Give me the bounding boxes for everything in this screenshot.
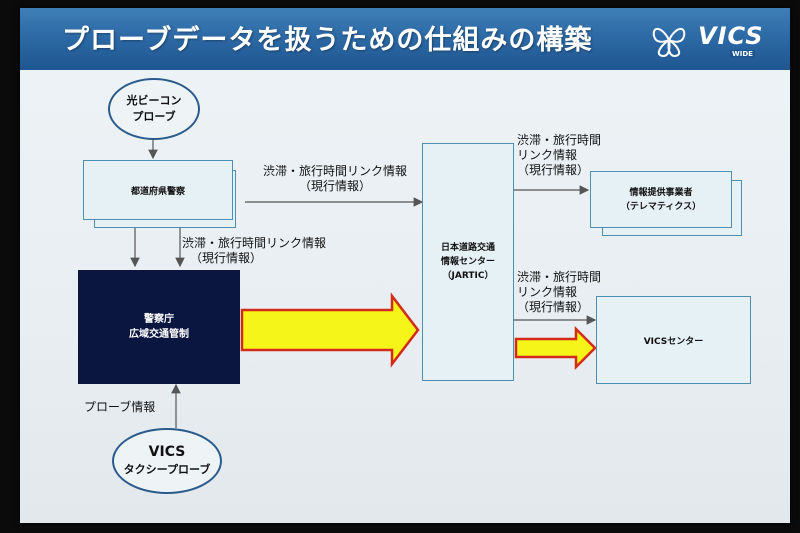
jartic-line2: 情報センター [440,257,495,267]
telematics-line1: 情報提供事業者 [629,187,693,198]
logo-subtext: WIDE [730,50,755,58]
mid-link-line1: 渋滞・旅行時間リンク情報 [182,236,327,250]
jartic-line3: （JARTIC） [442,271,494,281]
jartic-line1: 日本道路交通 [440,243,495,253]
vics-taxi-line1: VICS [148,444,186,460]
label-right-bottom-link: 渋滞・旅行時間 リンク情報 （現行情報） [517,270,601,315]
node-jartic: 日本道路交通 情報センター （JARTIC） [422,143,514,381]
label-mid-link: 渋滞・旅行時間リンク情報 （現行情報） [182,236,326,266]
vics-center-label: VICSセンター [643,336,704,347]
logo-text: VICS [698,22,764,50]
npa-line2: 広域交通管制 [129,329,189,340]
slide-title: プローブデータを扱うための仕組みの構築 [62,25,593,56]
right-bottom-link-line3: （現行情報） [517,300,590,314]
right-bottom-link-line1: 渋滞・旅行時間 [517,270,602,284]
right-bottom-link-line2: リンク情報 [517,285,578,299]
big-arrow-jartic-to-vics [514,325,597,371]
vics-taxi-line2: タクシープローブ [123,463,211,476]
node-optical-beacon-probe: 光ビーコン プローブ [108,78,200,140]
telematics-line2: （テレマティクス） [620,201,702,212]
flower-logo-icon [652,28,686,58]
node-npa-traffic-control: 警察庁 広域交通管制 [78,270,240,384]
right-top-link-line2: リンク情報 [517,148,578,162]
label-top-link: 渋滞・旅行時間リンク情報 （現行情報） [263,164,407,194]
slide: プローブデータを扱うための仕組みの構築 VICS WIDE [20,8,790,523]
title-bar: プローブデータを扱うための仕組みの構築 VICS WIDE [20,8,790,70]
right-top-link-line1: 渋滞・旅行時間 [517,133,602,147]
npa-line1: 警察庁 [144,314,174,325]
node-vics-taxi-probe: VICS タクシープローブ [112,428,222,494]
big-arrow-npa-to-jartic [240,292,420,368]
right-top-link-line3: （現行情報） [517,163,590,177]
node-police-pref: 都道府県警察 [83,160,233,220]
label-probe-info: プローブ情報 [84,400,156,414]
police-pref-label: 都道府県警察 [130,186,185,197]
connector-layer [130,140,597,428]
vics-logo: VICS WIDE [640,20,770,60]
node-vics-center: VICSセンター [596,296,751,384]
node-telematics-provider: 情報提供事業者 （テレマティクス） [590,171,732,228]
mid-link-line2: （現行情報） [190,251,263,265]
top-link-line1: 渋滞・旅行時間リンク情報 [263,164,408,178]
optical-beacon-line1: 光ビーコン [126,94,182,107]
label-right-top-link: 渋滞・旅行時間 リンク情報 （現行情報） [517,133,601,178]
optical-beacon-line2: プローブ [132,110,176,123]
top-link-line2: （現行情報） [299,179,372,193]
